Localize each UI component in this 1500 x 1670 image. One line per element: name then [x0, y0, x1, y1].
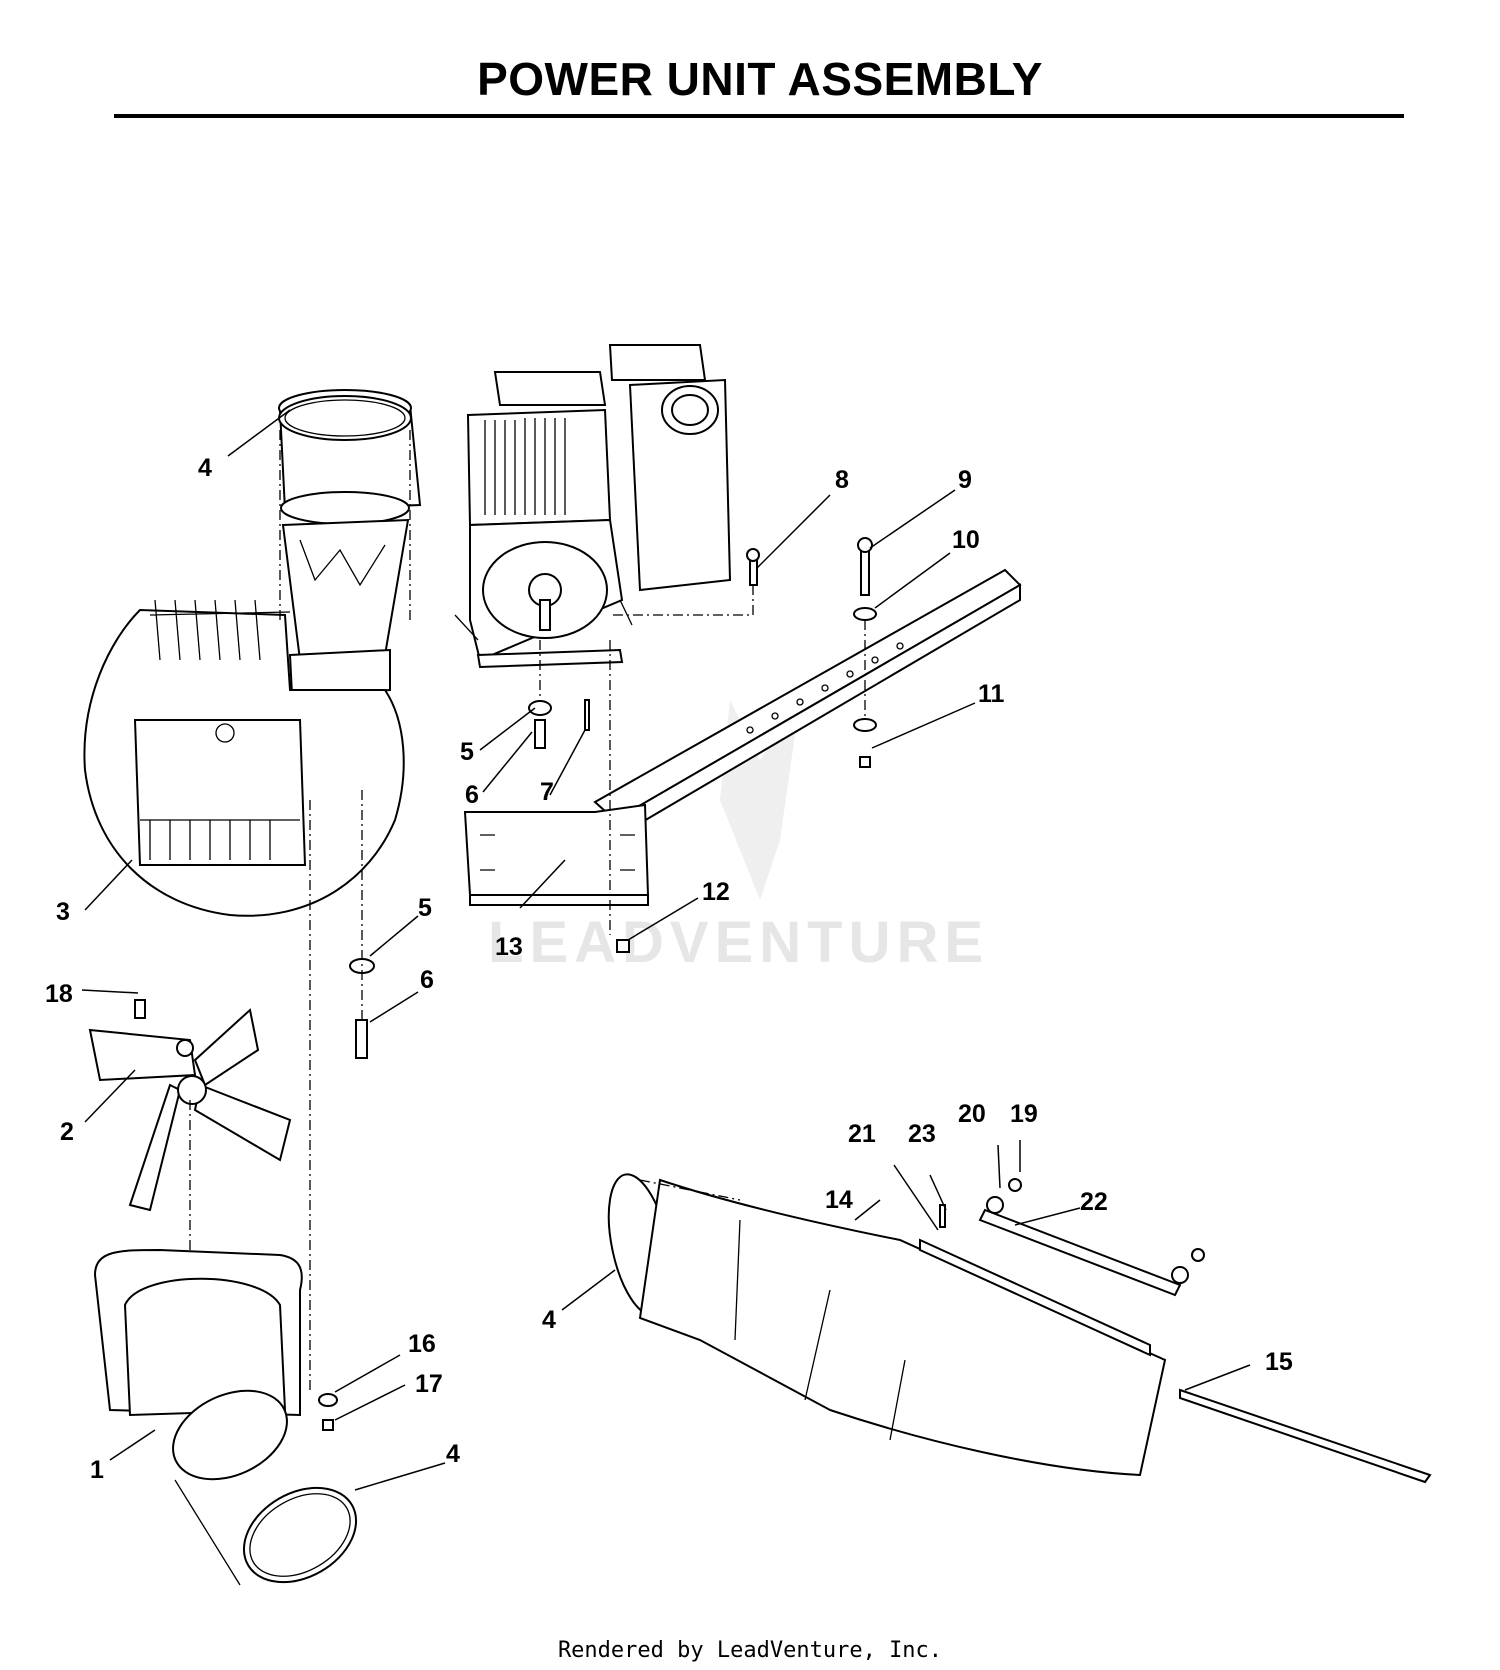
callout-14: 14: [825, 1186, 853, 1214]
callout-21: 21: [848, 1120, 876, 1148]
callout-19: 19: [1010, 1100, 1038, 1128]
callout-labels: 4 3 2 1 4 4 5 6 7 8 9 10 11 12 13 5 6 18…: [45, 454, 1293, 1484]
callout-10: 10: [952, 526, 980, 554]
callout-4-top: 4: [198, 454, 212, 482]
callout-4-bottom: 4: [446, 1440, 460, 1468]
impeller: [88, 999, 292, 1212]
callout-1: 1: [90, 1456, 104, 1484]
top-clamp: [278, 395, 412, 441]
callout-7: 7: [540, 778, 554, 806]
callout-5-mid: 5: [418, 894, 432, 922]
lower-adapter: [93, 1248, 358, 1586]
callout-6-top: 6: [465, 781, 479, 809]
callout-23: 23: [908, 1120, 936, 1148]
callout-5-top: 5: [460, 738, 474, 766]
chassis-rail: [463, 568, 1022, 906]
callout-17: 17: [415, 1370, 443, 1398]
callout-2: 2: [60, 1118, 74, 1146]
hardware: [318, 537, 1205, 1431]
callout-3: 3: [56, 898, 70, 926]
leader-lines: [81, 409, 1251, 1491]
watermark-text: LEADVENTURE: [488, 910, 989, 975]
callout-15: 15: [1265, 1348, 1293, 1376]
callout-12: 12: [702, 878, 730, 906]
callout-6-mid: 6: [420, 966, 434, 994]
callout-13: 13: [495, 933, 523, 961]
callout-11: 11: [978, 680, 1005, 708]
blower-housing: [83, 389, 422, 917]
callout-16: 16: [408, 1330, 436, 1358]
callout-22: 22: [1080, 1188, 1108, 1216]
center-lines: [189, 430, 866, 1390]
callout-18: 18: [45, 980, 73, 1008]
title-rule: [114, 114, 1404, 118]
page-title: POWER UNIT ASSEMBLY: [477, 53, 1043, 105]
callout-4-chute: 4: [542, 1306, 556, 1334]
engine: [454, 344, 732, 669]
callout-8: 8: [835, 466, 849, 494]
callout-9: 9: [958, 466, 972, 494]
callout-20: 20: [958, 1100, 986, 1128]
discharge-chute: [607, 1173, 1432, 1484]
footer-credit: Rendered by LeadVenture, Inc.: [557, 1638, 943, 1663]
